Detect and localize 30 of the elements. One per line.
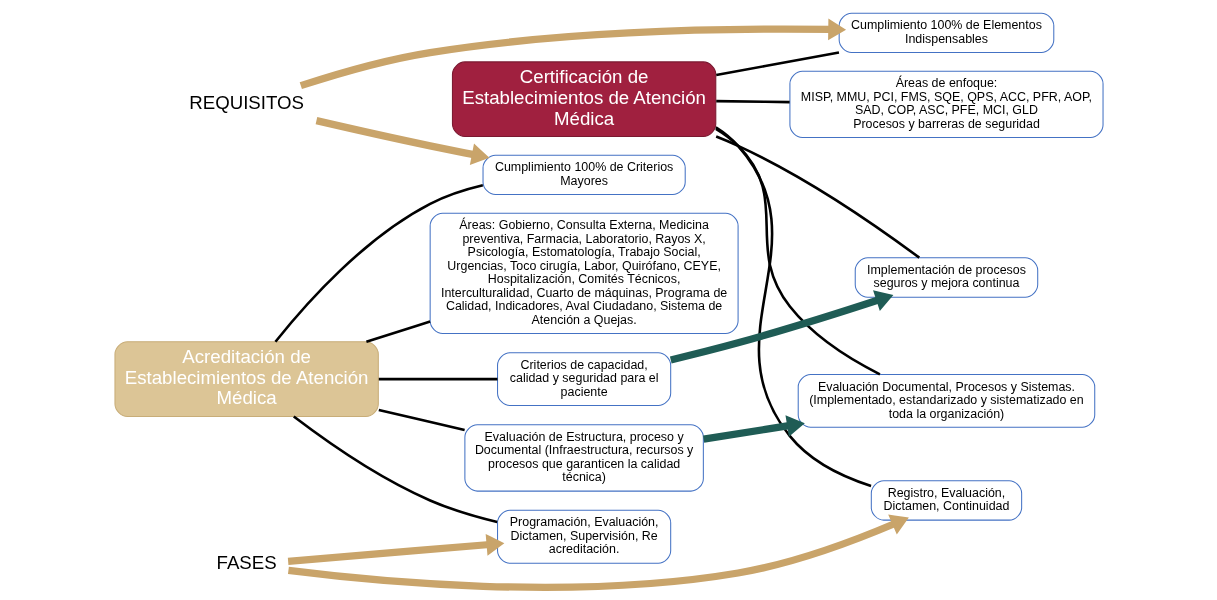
connector [292, 414, 497, 523]
connector [365, 319, 431, 343]
node-box: Cumplimiento 100% de Criterios Mayores [482, 154, 686, 195]
node-text: REQUISITOS [188, 91, 304, 113]
connector [714, 125, 871, 487]
node-box: Criterios de capacidad, calidad y seguridad para el paciente [496, 351, 671, 406]
connector [378, 377, 497, 380]
connector [273, 183, 483, 343]
arrow [287, 533, 504, 565]
arrow [287, 514, 909, 591]
node-box: Evaluación de Estructura, proceso y Documental (Infraestructura, recursos y procesos que garanticen la calidad técnica) [463, 423, 704, 492]
node-box: Cumplimiento 100% de Elementos Indispensables [838, 12, 1054, 53]
node-text: FASES [216, 551, 277, 573]
node-box: Programación, Evaluación, Dictamen, Supervisión, Re acreditación. [496, 509, 671, 564]
node-box: Registro, Evaluación, Dictamen, Continuidad [870, 479, 1022, 521]
node-box: Acreditación de Establecimientos de Atención Médica [113, 340, 379, 417]
arrow [702, 414, 805, 443]
node-box: Certificación de Establecimientos de Atención Médica [451, 60, 716, 137]
connector [715, 50, 839, 76]
connector [715, 99, 790, 103]
connector [378, 408, 465, 431]
node-box: Áreas de enfoque: MISP, MMU, PCI, FMS, SQE, QPS, ACC, PFR, AOP, SAD, COP, ASC, PFE, MCI, GLD Procesos y barreras de seguridad [788, 70, 1104, 138]
node-box: Evaluación Documental, Procesos y Sistemas. (Implementado, estandarizado y sistematizado en toda la organización) [797, 373, 1095, 428]
arrow [299, 18, 846, 89]
connector [714, 127, 880, 375]
node-box: Áreas: Gobierno, Consulta Externa, Medicina preventiva, Farmacia, Laboratorio, Rayos X, Psicología, Estomatología, Trabajo Social, Urgencias, Toco cirugía, Labor, Quirófano, CEYE, Hospitalización, Comités Técnicos, Interculturalidad, Cuarto de máquinas, Programa de Calidad, Indicadores, Aval Ciudadano, Sistema de Atención a Quejas. [429, 212, 739, 334]
arrow [315, 116, 489, 165]
connector [715, 134, 920, 259]
arrow [669, 289, 893, 363]
node-box: Implementación de procesos seguros y mejora continua [854, 256, 1038, 298]
